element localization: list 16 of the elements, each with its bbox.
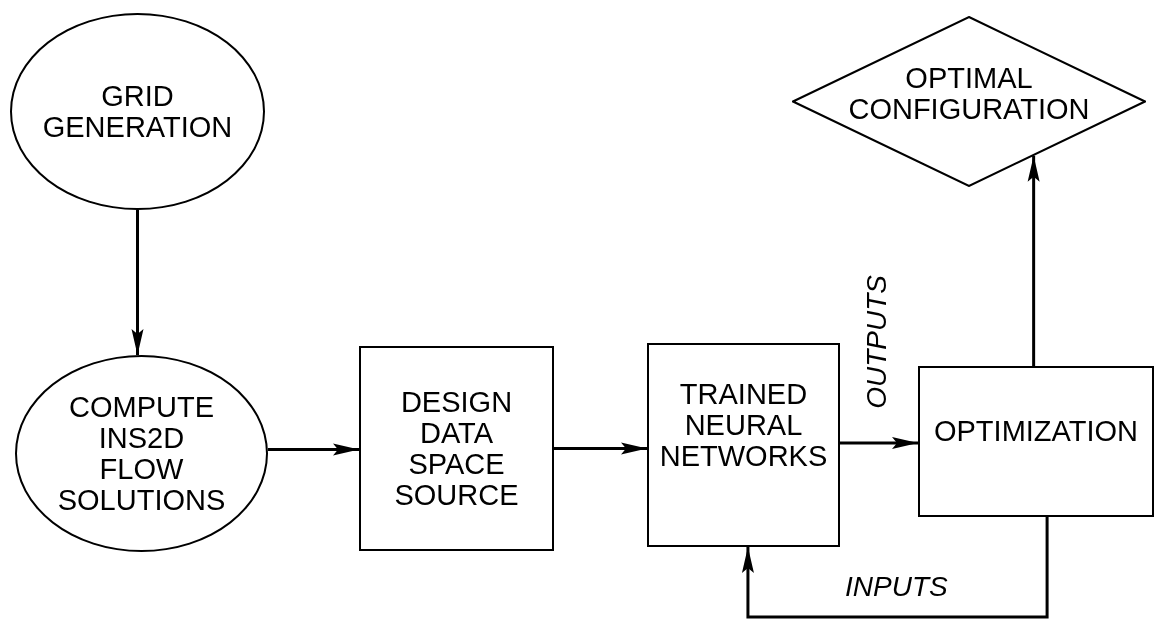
arrow bbox=[131, 210, 144, 356]
node-label: TRAINED NEURAL NETWORKS bbox=[658, 378, 829, 472]
arrow bbox=[840, 436, 918, 449]
arrow bbox=[1027, 155, 1040, 366]
process-box bbox=[647, 343, 840, 547]
output-diamond bbox=[792, 16, 1146, 187]
node-label: GRID GENERATION bbox=[41, 80, 234, 143]
node-label: DESIGN DATA SPACE SOURCE bbox=[393, 386, 520, 511]
arrow bbox=[741, 517, 1049, 619]
node-label: OPTIMIZATION bbox=[933, 416, 1139, 447]
arrow bbox=[267, 443, 359, 456]
node-label: COMPUTE INS2D FLOW SOLUTIONS bbox=[56, 391, 227, 516]
process-box bbox=[918, 366, 1154, 517]
process-box bbox=[359, 346, 554, 551]
node-label: OPTIMAL CONFIGURATION bbox=[847, 62, 1091, 125]
arrow bbox=[554, 442, 647, 455]
